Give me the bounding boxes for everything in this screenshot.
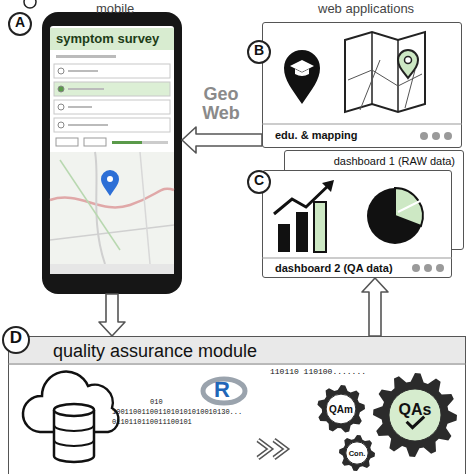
- pie-slice: [395, 188, 423, 226]
- binary-data: 110110 110100.......: [270, 367, 366, 376]
- phone-screen: [50, 26, 174, 274]
- section-heading: web applications: [318, 1, 414, 16]
- pin-dot: [107, 176, 113, 182]
- progress-fill: [112, 141, 142, 144]
- screen-header: [50, 28, 174, 50]
- panel-letter: C: [247, 170, 271, 194]
- flow-chevrons-inner: [258, 440, 286, 458]
- panel-letter: A: [8, 12, 32, 36]
- next-button: [84, 138, 106, 146]
- label-holder: 0110110110011100101: [112, 418, 192, 426]
- label-holder: R: [214, 377, 230, 403]
- node-text: quality assurance module: [53, 341, 257, 362]
- section-heading: mobile: [96, 1, 134, 16]
- text-holder: quality assurance module: [53, 341, 257, 362]
- binary-data: 1001100110011010101010010130...: [112, 408, 242, 416]
- label-holder: 1001100110011010101010010130...: [112, 408, 242, 416]
- edge-label: Geo Web: [194, 84, 248, 124]
- node-text: symptom survey: [56, 31, 159, 46]
- panel-letter: B: [247, 40, 271, 64]
- text-holder: edu. & mapping: [275, 129, 358, 141]
- graduation-cap: [290, 60, 314, 72]
- answer-rows: [54, 64, 170, 132]
- node-text: dashboard 2 (QA data): [275, 262, 393, 274]
- gear-con: Con.: [339, 435, 375, 471]
- window-dots: [420, 132, 452, 140]
- dashboard-front: dashboard 2 (QA data): [262, 170, 452, 278]
- flow-chevrons: [258, 440, 286, 458]
- hollow-arrow: [182, 127, 262, 153]
- map-roads: [50, 152, 174, 264]
- progress-bar: [112, 141, 168, 144]
- user-icon: [24, 0, 36, 8]
- bar: [278, 224, 290, 252]
- education-pin: [284, 50, 320, 104]
- map-icon: [345, 32, 425, 112]
- label-holder: mobile: [96, 1, 134, 16]
- database: [54, 410, 94, 462]
- binary-data: 010: [150, 398, 163, 406]
- r-logo-letter: R: [214, 377, 230, 403]
- map-view: [50, 152, 174, 264]
- text-holder: QAm: [317, 385, 365, 433]
- gps-status-bar: [50, 264, 174, 274]
- text-holder: Con.: [339, 435, 375, 471]
- hollow-arrow: [99, 294, 125, 336]
- label-holder: 010: [150, 398, 163, 406]
- binary-data: 0110110110011100101: [112, 418, 192, 426]
- dashboard-footer-line: [262, 258, 452, 259]
- answer-text-lines: [68, 70, 108, 126]
- bar: [314, 202, 326, 252]
- node-text: QAs: [399, 401, 432, 419]
- back-button: [56, 138, 78, 146]
- database-bands: [54, 425, 94, 446]
- node-text: edu. & mapping: [275, 129, 358, 141]
- label-holder: D: [2, 326, 30, 354]
- label-holder: A: [8, 12, 32, 36]
- label-holder: C: [247, 170, 271, 194]
- label-holder: 110110 110100.......: [270, 367, 366, 376]
- pie-chart: [367, 188, 423, 244]
- module-header-line: [8, 364, 466, 365]
- panel-footer-line: [262, 124, 462, 125]
- map-pin: [398, 50, 418, 78]
- question-line: [56, 55, 116, 58]
- gear-qam: QAm: [317, 385, 365, 433]
- location-pin: [101, 170, 119, 196]
- node-text: Con.: [349, 449, 366, 458]
- text-holder: QAs: [373, 373, 457, 457]
- graduation-cap-base: [295, 69, 309, 76]
- gear-qas: QAs: [373, 373, 457, 457]
- window-dots: [412, 264, 444, 272]
- trend-arrowhead: [322, 180, 334, 192]
- trend-line: [274, 184, 330, 214]
- hollow-arrow: [362, 278, 388, 336]
- text-holder: dashboard 1 (RAW data): [334, 155, 455, 167]
- node-text: QAm: [329, 404, 353, 415]
- text-holder: dashboard 2 (QA data): [275, 262, 393, 274]
- text-holder: symptom survey: [56, 31, 159, 46]
- database-top: [54, 404, 94, 416]
- pie-gap: [398, 200, 422, 212]
- label-holder: B: [247, 40, 271, 64]
- label-holder: Geo Web: [194, 84, 248, 124]
- bar: [296, 212, 308, 252]
- node-text: dashboard 1 (RAW data): [334, 155, 455, 167]
- label-holder: web applications: [318, 1, 414, 16]
- map-pin-dot: [405, 57, 412, 64]
- panel-letter: D: [2, 326, 30, 354]
- radio-buttons: [58, 68, 64, 128]
